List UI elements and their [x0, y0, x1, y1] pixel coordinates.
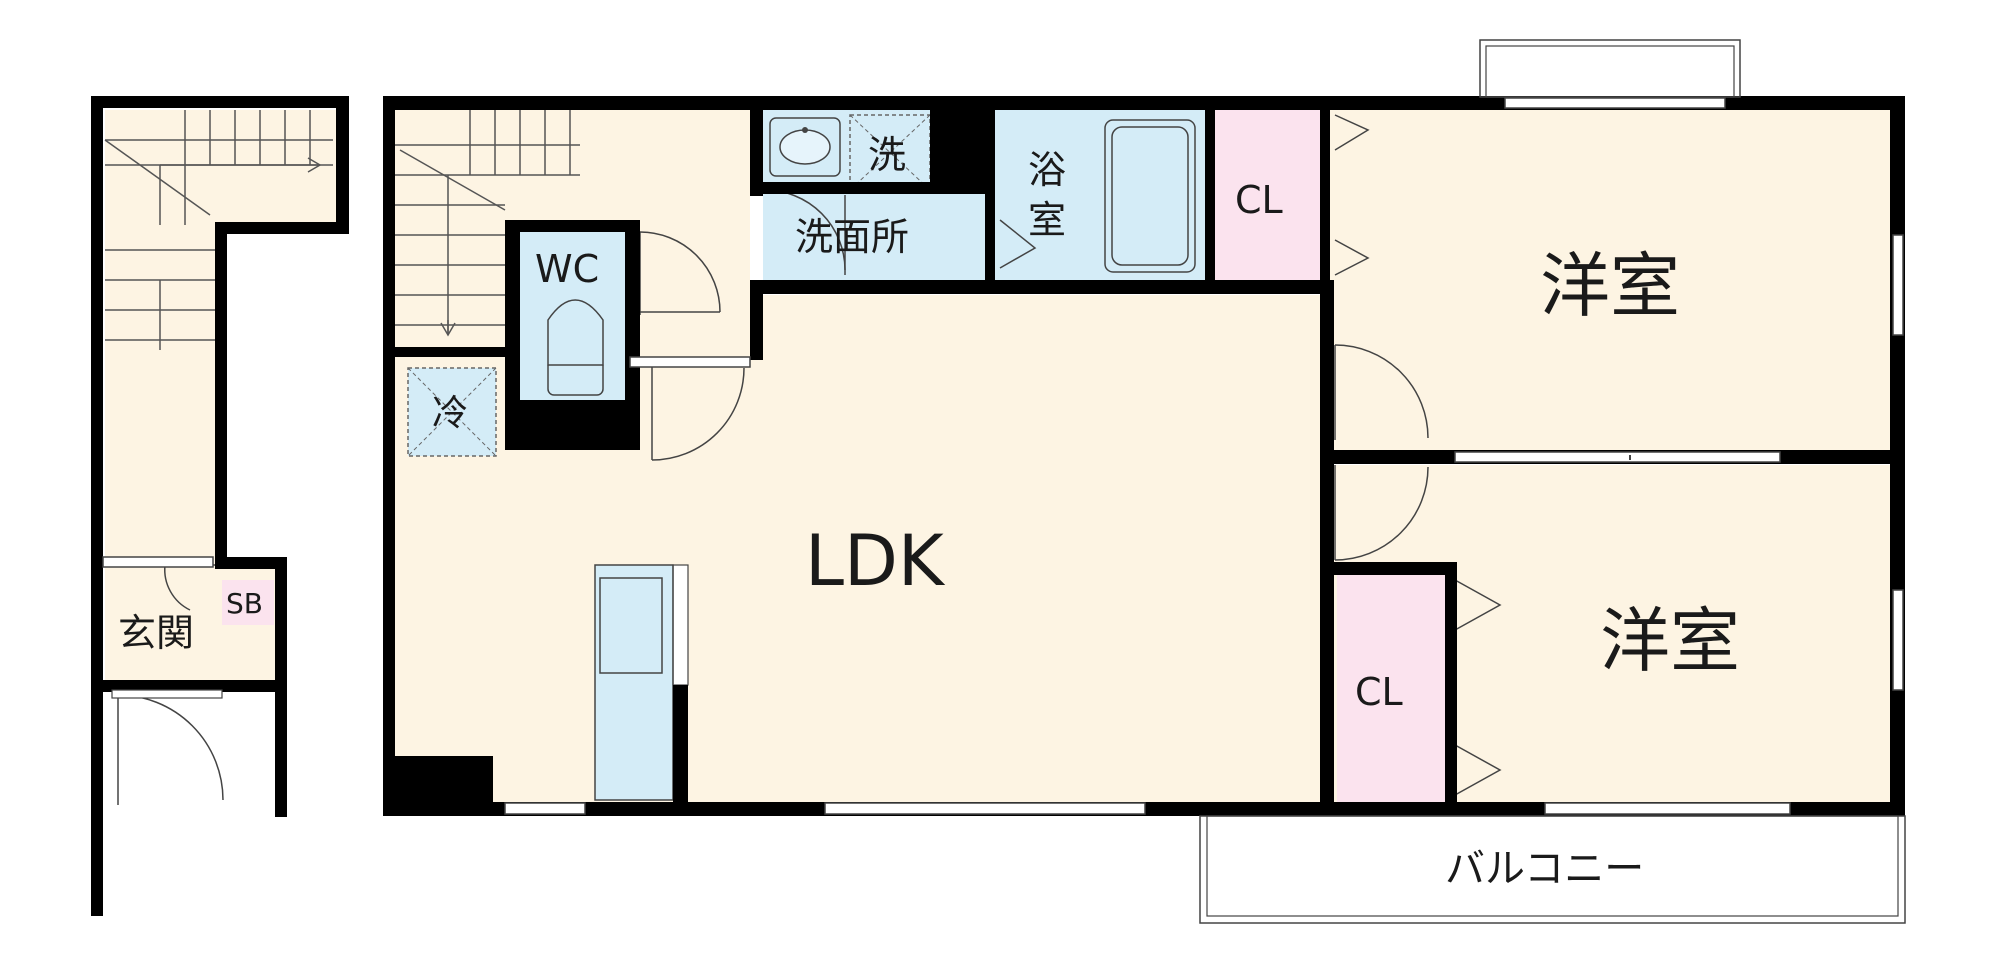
label-wc: WC	[535, 247, 599, 291]
fixtures	[407, 114, 1196, 801]
label-ldk: LDK	[805, 520, 946, 602]
floor-fills	[105, 110, 1890, 805]
closet1-floor	[1215, 110, 1320, 280]
western1-floor	[1330, 110, 1890, 450]
shoebox-floor	[222, 580, 274, 625]
label-fridge: 冷	[432, 393, 468, 434]
left-stair-floor	[105, 110, 340, 225]
label-wash-machine: 洗	[868, 133, 906, 177]
label-entrance: 玄関	[118, 611, 194, 655]
left-stair-landing	[102, 556, 214, 568]
fridge-space	[407, 367, 497, 457]
windows	[504, 97, 1904, 815]
closet2-floor	[1337, 575, 1447, 805]
toilet-bowl	[547, 299, 604, 366]
label-shoebox: SB	[226, 587, 263, 620]
kitchen-sink	[599, 577, 663, 674]
label-closet1: CL	[1235, 178, 1283, 222]
label-bath-bottom: 室	[1028, 198, 1066, 242]
top-balcony-rail	[1479, 39, 1741, 98]
label-bath-top: 浴	[1028, 148, 1066, 192]
main-stairs	[395, 110, 580, 337]
labels: LDK 洋室 洋室 CL CL WC 洗面所 洗 浴 室 冷 玄関 SB バルコ…	[118, 133, 1740, 892]
label-balcony: バルコニー	[1445, 846, 1644, 892]
left-stair-floor-lower	[105, 225, 215, 565]
left-stairs	[104, 110, 333, 350]
exterior	[1199, 39, 1906, 924]
label-western2: 洋室	[1600, 600, 1740, 682]
label-closet2: CL	[1355, 670, 1403, 714]
label-western1: 洋室	[1540, 245, 1680, 327]
label-washroom: 洗面所	[795, 215, 909, 259]
